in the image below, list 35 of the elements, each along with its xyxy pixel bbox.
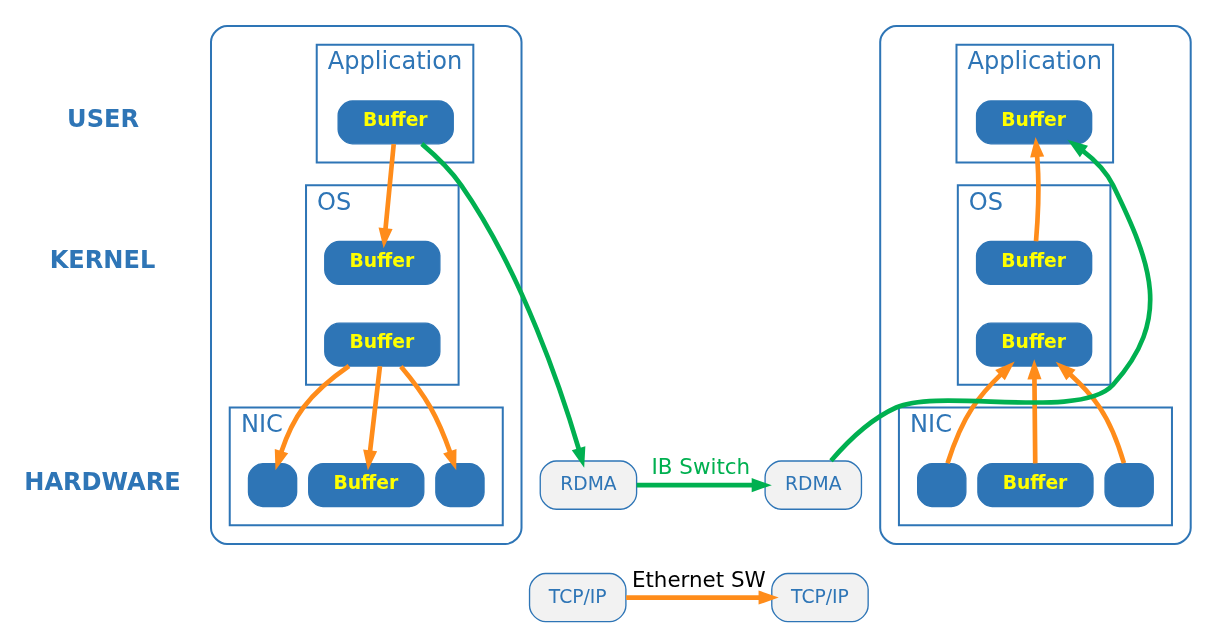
cluster bbox=[210, 24, 523, 545]
arrow bbox=[636, 477, 772, 492]
label: KERNEL bbox=[49, 245, 156, 274]
label: HARDWARE bbox=[24, 467, 181, 496]
arrow bbox=[420, 141, 586, 468]
cluster bbox=[879, 24, 1192, 545]
node-box: Buffer bbox=[975, 240, 1093, 285]
node-box bbox=[435, 462, 485, 507]
node-box: RDMA bbox=[764, 459, 863, 510]
arrow bbox=[945, 360, 1015, 464]
node-box: Buffer bbox=[977, 462, 1094, 507]
node-box: Buffer bbox=[975, 322, 1093, 367]
node-box: TCP/IP bbox=[528, 572, 627, 622]
node-box: Buffer bbox=[975, 99, 1093, 144]
arrow bbox=[829, 139, 1153, 462]
arrow bbox=[1030, 136, 1045, 241]
edge-label: IB Switch bbox=[651, 453, 751, 479]
node-box bbox=[247, 462, 298, 507]
node-box: Buffer bbox=[324, 240, 441, 285]
node-box: Buffer bbox=[337, 99, 454, 144]
arrow bbox=[274, 363, 351, 470]
arrow bbox=[399, 364, 457, 470]
node-box: RDMA bbox=[539, 459, 638, 510]
node-box: Buffer bbox=[308, 462, 425, 507]
edge-label: Ethernet SW bbox=[631, 566, 766, 592]
node-box: Buffer bbox=[324, 322, 441, 367]
arrow bbox=[1027, 358, 1042, 463]
arrow bbox=[1055, 361, 1127, 464]
node-box: TCP/IP bbox=[771, 572, 869, 622]
arrow bbox=[378, 143, 397, 248]
arrow bbox=[363, 365, 383, 470]
label: USER bbox=[67, 104, 140, 133]
node-box bbox=[1104, 462, 1154, 507]
arrow bbox=[626, 590, 779, 605]
node-box bbox=[917, 462, 967, 507]
